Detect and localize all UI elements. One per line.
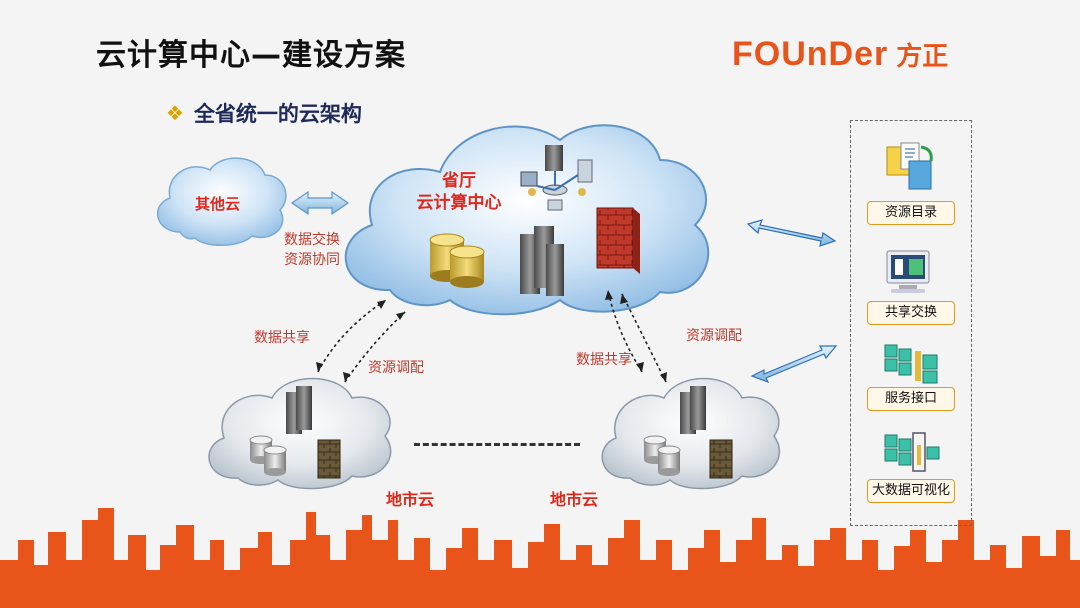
exchange-note-line2: 资源协同 — [284, 252, 340, 268]
left-dispatch-label: 资源调配 — [368, 360, 424, 376]
panel-arrow-top — [746, 219, 837, 247]
service-big-data-visualization[interactable]: 大数据可视化 — [867, 479, 955, 503]
network-cluster-icon — [520, 145, 593, 211]
central-cloud-label-line2: 云计算中心 — [416, 193, 502, 213]
logo-wordmark: FOUnDer — [732, 34, 889, 73]
subtitle: ❖ 全省统一的云架构 — [166, 98, 362, 128]
connector-arrowheads — [316, 290, 667, 382]
right-dispatch-label: 资源调配 — [686, 328, 742, 344]
city-separator — [414, 443, 580, 446]
slide-title: 云计算中心—建设方案 — [96, 38, 406, 73]
city-skyline — [0, 508, 1080, 608]
other-cloud-shape — [156, 157, 287, 246]
resource-catalog-icon — [886, 142, 933, 190]
big-data-visualization-icon — [884, 432, 940, 472]
other-cloud-label: 其他云 — [195, 195, 241, 213]
service-resource-catalog[interactable]: 资源目录 — [867, 201, 955, 225]
logo-chinese: 方正 — [896, 41, 949, 72]
shared-exchange-icon — [886, 250, 930, 293]
central-cloud-label-line1: 省厅 — [442, 171, 476, 191]
subtitle-text: 全省统一的云架构 — [193, 102, 362, 126]
city-left-server-icon — [286, 386, 312, 434]
city-left-firewall-icon — [317, 439, 341, 479]
server-rack-icon — [520, 226, 564, 296]
city-right-disk-icon — [643, 435, 681, 476]
service-shared-exchange[interactable]: 共享交换 — [867, 301, 955, 325]
diamond-bullet-icon: ❖ — [166, 101, 184, 125]
city-right-server-icon — [680, 386, 706, 434]
exchange-note-line1: 数据交换 — [284, 232, 340, 248]
exchange-note: 数据交换 资源协同 — [272, 230, 352, 270]
service-interface-icon — [884, 344, 938, 384]
service-panel: 资源目录 共享交换 服务接口 大数据可视化 — [850, 120, 972, 526]
city-right-firewall-icon — [709, 439, 733, 479]
city-left-disk-icon — [249, 435, 287, 476]
exchange-arrow — [290, 190, 350, 216]
panel-arrow-bottom — [750, 345, 838, 384]
city-cloud-left-label: 地市云 — [386, 490, 435, 509]
firewall-icon — [596, 207, 640, 274]
right-share-label: 数据共享 — [576, 352, 632, 368]
central-cloud-label: 省厅 云计算中心 — [404, 170, 514, 214]
coin-stack-icon — [429, 233, 485, 288]
left-share-label: 数据共享 — [254, 330, 310, 346]
service-interface[interactable]: 服务接口 — [867, 387, 955, 411]
founder-logo: FOUnDer 方正 — [732, 32, 948, 76]
city-cloud-right-label: 地市云 — [550, 490, 599, 509]
